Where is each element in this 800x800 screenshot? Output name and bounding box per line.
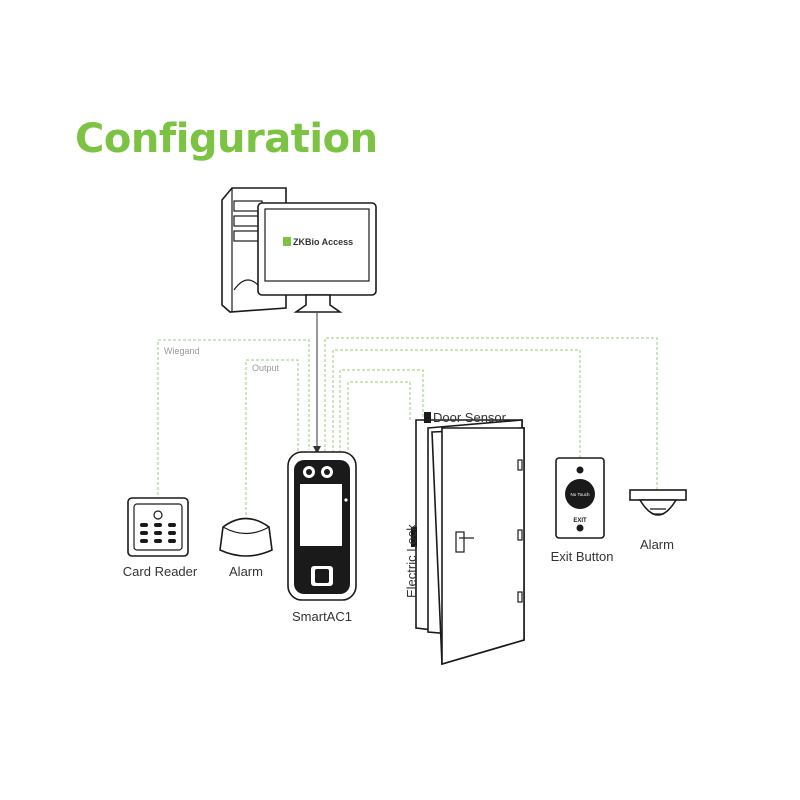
software-brand: ZKBio Access: [293, 237, 353, 247]
wire-wiegand: [157, 339, 310, 500]
wiegand-label: Wiegand: [164, 346, 200, 356]
card-reader-icon: [127, 497, 189, 557]
monitor-icon: ZKBio Access: [257, 202, 377, 313]
network-cable: [313, 313, 321, 454]
exit-button-icon: [555, 457, 605, 539]
card-reader-label: Card Reader: [123, 564, 198, 579]
wire-exit-button: [332, 349, 581, 458]
door-sensor-icon: [424, 412, 431, 423]
electric-lock-icon: [411, 527, 417, 547]
wire-alarm-right: [324, 337, 658, 490]
alarm-left-icon: [219, 517, 273, 557]
door-icon: [411, 412, 525, 666]
electric-lock-label: Electric Lock: [404, 524, 419, 598]
alarm-right-icon: [629, 489, 687, 516]
zkbio-logo-icon: [283, 237, 291, 246]
exit-button-center-text: No Touch: [571, 492, 590, 497]
alarm-right-label: Alarm: [640, 537, 674, 552]
page-title: Configuration: [75, 116, 378, 162]
wire-electric-lock: [339, 369, 424, 527]
wire-door-sensor: [347, 381, 411, 452]
exit-button-label: Exit Button: [551, 549, 614, 564]
smartac1-label: SmartAC1: [292, 609, 352, 624]
door-sensor-label: Door Sensor: [433, 410, 507, 425]
exit-button-bottom-text: EXIT: [573, 518, 587, 524]
wire-output: [245, 359, 299, 515]
output-label: Output: [252, 363, 280, 373]
smartac1-terminal-icon: [287, 451, 357, 601]
alarm-left-label: Alarm: [229, 564, 263, 579]
